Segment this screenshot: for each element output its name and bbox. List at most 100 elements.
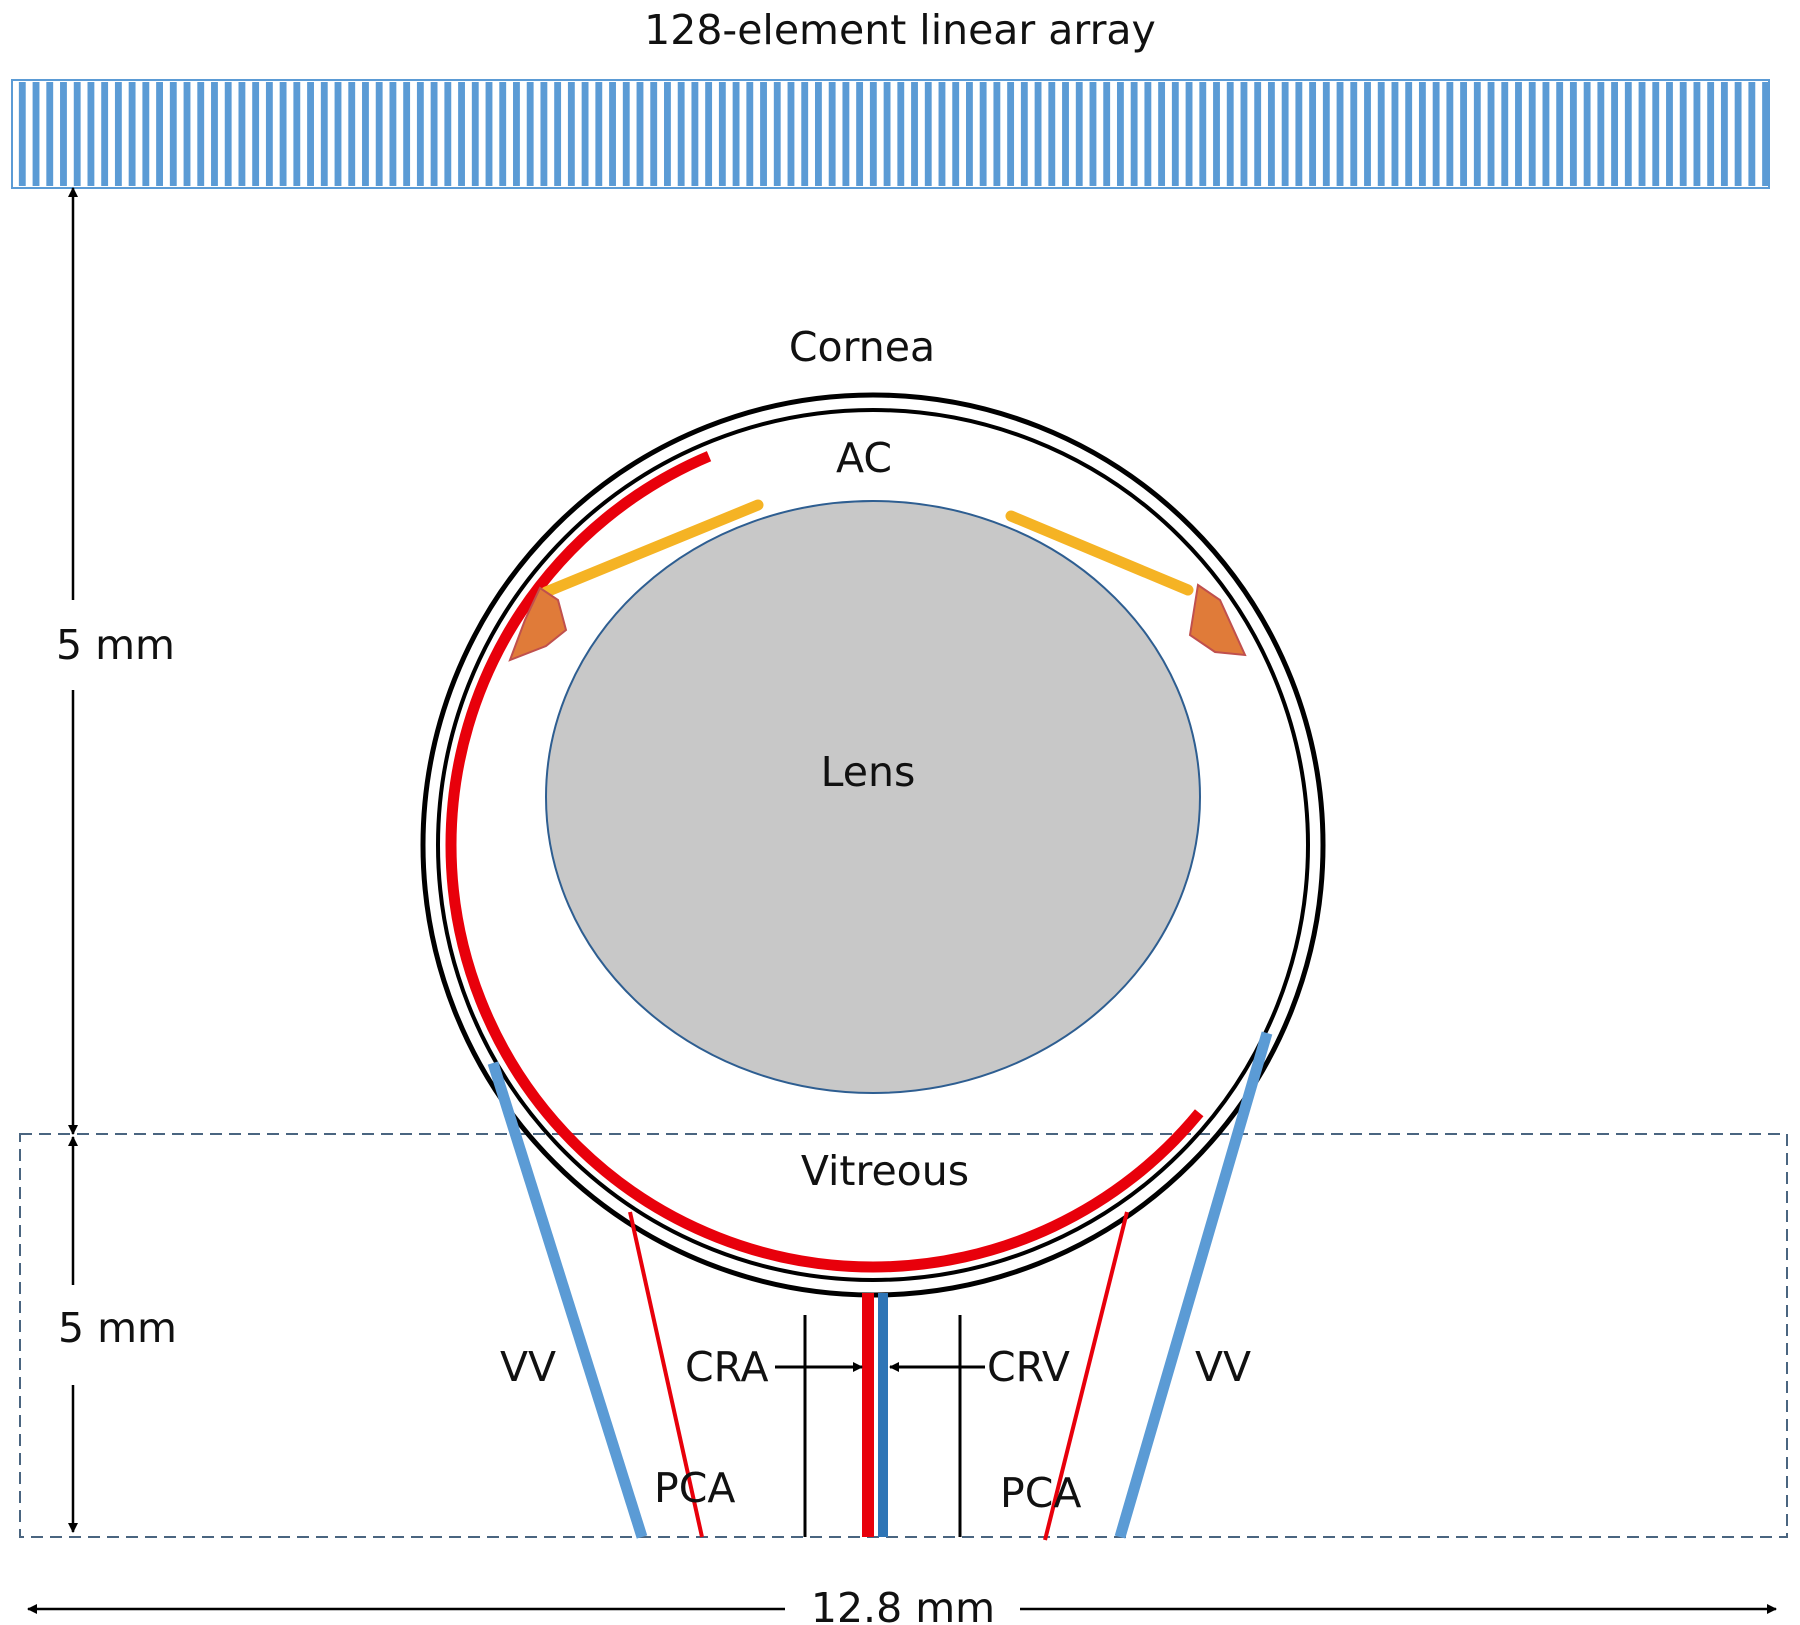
- array-element: [1240, 82, 1248, 186]
- array-element: [211, 82, 218, 186]
- ciliary-body-right: [1188, 583, 1247, 657]
- array-element: [348, 82, 356, 186]
- array-element: [1075, 82, 1083, 186]
- array-element: [169, 82, 177, 186]
- iris-right: [1005, 510, 1194, 596]
- posterior-ciliary-artery-left: [628, 1211, 704, 1538]
- array-element: [966, 82, 973, 186]
- array-element: [499, 82, 507, 186]
- array-element: [1487, 82, 1495, 186]
- array-element: [1213, 82, 1220, 186]
- array-element: [979, 82, 987, 186]
- cornea-inner-wall: [436, 408, 1310, 1282]
- array-element: [677, 82, 685, 186]
- array-element: [760, 82, 767, 186]
- array-element: [554, 82, 562, 186]
- array-element: [526, 82, 534, 186]
- array-element: [1336, 82, 1344, 186]
- array-element: [856, 82, 864, 186]
- array-element: [320, 82, 328, 186]
- array-element: [815, 82, 822, 186]
- array-element: [1624, 82, 1632, 186]
- array-element: [1569, 82, 1577, 186]
- ciliary-body-left: [508, 586, 568, 662]
- array-element: [1322, 82, 1330, 186]
- array-element: [1144, 82, 1152, 186]
- vortex-vein-left-label: VV: [500, 1343, 556, 1391]
- array-element: [1501, 82, 1509, 186]
- array-element: [1020, 82, 1028, 186]
- array-element: [1171, 82, 1179, 186]
- array-element: [87, 82, 95, 186]
- array-element: [1199, 82, 1207, 186]
- array-element: [156, 82, 163, 186]
- width-dimension: 12.8 mm: [27, 1584, 1777, 1625]
- array-element: [773, 82, 781, 186]
- array-element: [416, 82, 424, 186]
- array-element: [1693, 82, 1701, 186]
- array-element: [540, 82, 548, 186]
- array-element: [1597, 82, 1605, 186]
- array-element: [609, 82, 616, 186]
- array-element: [444, 82, 452, 186]
- array-element: [567, 82, 575, 186]
- array-element: [938, 82, 946, 186]
- array-element: [197, 82, 205, 186]
- array-element: [1679, 82, 1687, 186]
- retina-choroid-layer: [445, 417, 1301, 1273]
- array-element: [883, 82, 891, 186]
- array-element: [1089, 82, 1097, 186]
- array-element: [581, 82, 589, 186]
- array-element: [18, 82, 26, 186]
- crv-label: CRV: [987, 1343, 1070, 1391]
- iris-left: [540, 499, 764, 598]
- array-elements: [18, 82, 1769, 186]
- vortex-vein-right: [1114, 1031, 1273, 1539]
- array-element: [1281, 82, 1289, 186]
- array-element: [746, 82, 754, 186]
- lower-depth-label: 5 mm: [58, 1304, 177, 1352]
- array-element: [1446, 82, 1454, 186]
- array-element: [993, 82, 1001, 186]
- array-element: [1309, 82, 1317, 186]
- array-element: [1116, 82, 1124, 186]
- array-element: [238, 82, 246, 186]
- array-element: [1734, 82, 1742, 186]
- array-element: [1583, 82, 1591, 186]
- array-element: [1350, 82, 1358, 186]
- array-element: [1130, 82, 1138, 186]
- array-element: [842, 82, 850, 186]
- array-element: [403, 82, 411, 186]
- array-element: [801, 82, 809, 186]
- linear-array: [11, 79, 1770, 189]
- array-element: [924, 82, 932, 186]
- array-element: [1158, 82, 1166, 186]
- array-element: [252, 82, 260, 186]
- array-element: [1034, 82, 1042, 186]
- pca-right-label: PCA: [1000, 1469, 1081, 1517]
- array-element: [1226, 82, 1234, 186]
- array-element: [1720, 82, 1728, 186]
- array-element: [1391, 82, 1399, 186]
- lens-label: Lens: [821, 748, 916, 796]
- array-element: [293, 82, 301, 186]
- array-element: [828, 82, 836, 186]
- array-element: [1473, 82, 1481, 186]
- posterior-ciliary-artery-right: [1043, 1211, 1129, 1541]
- array-element: [1528, 82, 1536, 186]
- array-element: [224, 82, 232, 186]
- array-element: [1432, 82, 1440, 186]
- array-element: [1748, 82, 1756, 186]
- array-element: [128, 82, 136, 186]
- array-element: [869, 82, 877, 186]
- vortex-vein-right-label: VV: [1195, 1343, 1251, 1391]
- array-element: [1666, 82, 1673, 186]
- array-element: [705, 82, 713, 186]
- array-element: [1377, 82, 1385, 186]
- array-element: [1515, 82, 1522, 186]
- array-element: [375, 82, 383, 186]
- array-element: [1103, 82, 1111, 186]
- pca-left-label: PCA: [654, 1464, 735, 1512]
- array-element: [265, 82, 273, 186]
- array-element: [1185, 82, 1193, 186]
